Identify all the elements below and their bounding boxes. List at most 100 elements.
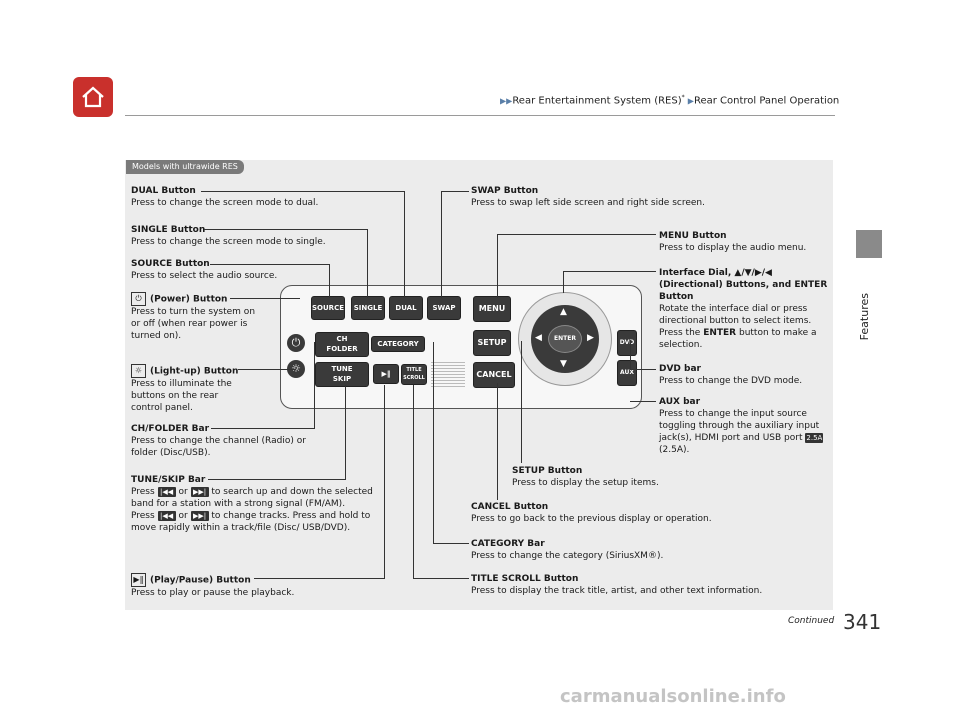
callout-source: SOURCE Button Press to select the audio … — [131, 258, 331, 282]
left-arrow-icon[interactable]: ◀ — [535, 333, 542, 343]
callout-play-body: Press to play or pause the playback. — [131, 588, 295, 598]
callout-dial-title: Interface Dial, ▲/▼/▶/◀ (Directional) Bu… — [659, 268, 828, 302]
callout-dual-title: DUAL Button — [131, 186, 196, 196]
breadcrumb-1[interactable]: Rear Entertainment System (RES) — [512, 95, 682, 107]
callout-cancel-title: CANCEL Button — [471, 502, 549, 512]
callout-ch: CH/FOLDER Bar Press to change the channe… — [131, 423, 331, 459]
down-arrow-icon[interactable]: ▼ — [560, 359, 567, 369]
page-number: 341 — [843, 610, 882, 634]
callout-play: ▶‖(Play/Pause) Button Press to play or p… — [131, 573, 351, 599]
side-tab-marker — [856, 230, 882, 258]
callout-menu-title: MENU Button — [659, 231, 727, 241]
callout-power: ⏻(Power) Button Press to turn the system… — [131, 292, 261, 342]
callout-light: ☼ (Light-up) Button Press to illuminate t… — [131, 364, 251, 414]
callout-dvd-title: DVD bar — [659, 364, 701, 374]
setup-button[interactable]: SETUP — [473, 330, 511, 356]
callout-light-title: (Light-up) Button — [150, 366, 239, 377]
callout-menu-body: Press to display the audio menu. — [659, 243, 807, 253]
leader-line — [211, 428, 314, 429]
leader-line — [433, 543, 469, 544]
skip-forward-icon: ▶▶| — [190, 486, 209, 497]
leader-line — [413, 385, 414, 578]
directional-pad[interactable]: ▲ ▼ ◀ ▶ ENTER — [531, 305, 599, 373]
callout-aux-body-end: (2.5A). — [659, 445, 690, 455]
title-label: TITLE — [406, 367, 422, 373]
side-tab-label[interactable]: Features — [858, 293, 871, 341]
breadcrumb-asterisk: * — [681, 94, 685, 101]
aux-bar[interactable]: AUX — [617, 360, 637, 386]
right-arrow-icon[interactable]: ▶ — [587, 333, 594, 343]
callout-category-title: CATEGORY Bar — [471, 539, 545, 549]
callout-category: CATEGORY Bar Press to change the categor… — [471, 538, 731, 562]
leader-line — [441, 191, 469, 192]
folder-label: FOLDER — [326, 345, 358, 353]
callout-category-body: Press to change the category (SiriusXM®)… — [471, 551, 664, 561]
ch-label: CH — [336, 335, 348, 343]
callout-source-body: Press to select the audio source. — [131, 271, 278, 281]
callout-cancel-body: Press to go back to the previous display… — [471, 514, 712, 524]
callout-tune-text: Press — [131, 511, 155, 521]
watermark: carmanualsonline.info — [560, 686, 786, 707]
callout-title-scroll-body: Press to display the track title, artist… — [471, 586, 763, 596]
leader-line — [345, 385, 346, 480]
home-icon — [82, 86, 104, 108]
leader-line — [563, 271, 564, 293]
callout-dial: Interface Dial, ▲/▼/▶/◀ (Directional) Bu… — [659, 267, 831, 351]
light-icon: ☼ — [131, 364, 146, 378]
leader-line — [329, 264, 330, 298]
callout-setup: SETUP Button Press to display the setup … — [512, 465, 712, 489]
callout-power-body: Press to turn the system on or off (when… — [131, 307, 256, 341]
speaker-grille — [431, 361, 465, 387]
leader-line — [314, 342, 315, 429]
callout-title-scroll-title: TITLE SCROLL Button — [471, 574, 579, 584]
callout-tune-text: Press — [131, 487, 155, 497]
callout-light-body: Press to illuminate the buttons on the r… — [131, 379, 232, 413]
callout-tune-text: or — [178, 487, 188, 497]
breadcrumb-2[interactable]: Rear Control Panel Operation — [693, 95, 840, 107]
menu-button[interactable]: MENU — [473, 296, 511, 322]
dvd-bar[interactable]: DVD — [617, 330, 637, 356]
enter-button[interactable]: ENTER — [548, 325, 582, 353]
power-button[interactable]: ⏻ — [287, 334, 305, 352]
callout-play-title: (Play/Pause) Button — [150, 575, 251, 586]
callout-tune-text: to change tracks. Press and hold to move… — [131, 511, 371, 533]
skip-back-icon: |◀◀ — [157, 510, 176, 521]
tune-label: TUNE — [331, 365, 353, 373]
ch-folder-bar[interactable]: CH FOLDER — [315, 332, 369, 357]
swap-button[interactable]: SWAP — [427, 296, 461, 320]
category-bar[interactable]: CATEGORY — [371, 336, 425, 352]
skip-back-icon: |◀◀ — [157, 486, 176, 497]
header-rule — [125, 115, 835, 116]
callout-title-scroll: TITLE SCROLL Button Press to display the… — [471, 573, 811, 597]
callout-single: SINGLE Button Press to change the screen… — [131, 224, 361, 248]
leader-line — [563, 271, 656, 272]
source-button[interactable]: SOURCE — [311, 296, 345, 320]
leader-line — [441, 191, 442, 298]
play-pause-button[interactable]: ▶‖ — [373, 364, 399, 384]
callout-swap: SWAP Button Press to swap left side scre… — [471, 185, 771, 209]
callout-tune-text: or — [178, 511, 188, 521]
callout-dvd: DVD bar Press to change the DVD mode. — [659, 363, 829, 387]
home-button[interactable] — [73, 77, 113, 117]
single-button[interactable]: SINGLE — [351, 296, 385, 320]
leader-line — [433, 342, 434, 543]
callout-single-body: Press to change the screen mode to singl… — [131, 237, 326, 247]
leader-line — [497, 234, 498, 298]
callout-ch-body: Press to change the channel (Radio) or f… — [131, 436, 306, 458]
cancel-button[interactable]: CANCEL — [473, 362, 515, 388]
up-arrow-icon[interactable]: ▲ — [560, 307, 567, 317]
callout-dial-enter: ENTER — [703, 328, 737, 338]
callout-dual-body: Press to change the screen mode to dual. — [131, 198, 319, 208]
callout-swap-title: SWAP Button — [471, 186, 539, 196]
leader-line — [630, 369, 656, 370]
leader-line — [230, 298, 300, 299]
light-up-button[interactable]: ☼ — [287, 360, 305, 378]
interface-dial[interactable]: ▲ ▼ ◀ ▶ ENTER — [518, 292, 612, 386]
dual-button[interactable]: DUAL — [389, 296, 423, 320]
callout-dial-text: button to make a selection. — [659, 328, 817, 350]
leader-line — [630, 401, 656, 402]
leader-line — [521, 341, 522, 463]
leader-line — [208, 479, 345, 480]
